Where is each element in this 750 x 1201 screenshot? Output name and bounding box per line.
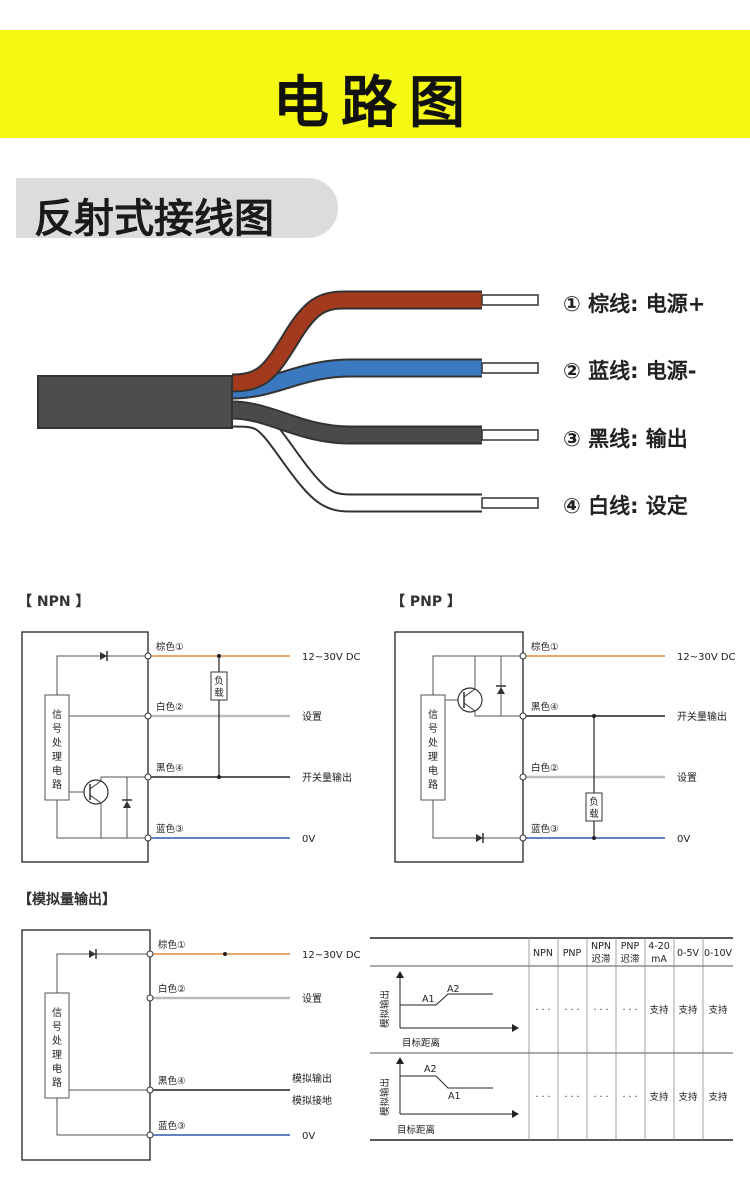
analog-block-c0: 信 bbox=[52, 1007, 62, 1019]
r2-pnp: · · · bbox=[564, 1092, 579, 1103]
npn-load-c1: 载 bbox=[214, 687, 224, 699]
r1-pnp: · · · bbox=[564, 1005, 579, 1016]
analog-label-set: 设置 bbox=[302, 993, 322, 1005]
row2-a1: A1 bbox=[448, 1091, 461, 1102]
r2-npn-hys: · · · bbox=[593, 1092, 608, 1103]
pnp-diagram: 信 号 处 理 电 路 负 载 棕色① 黑色④ 白色② bbox=[394, 631, 736, 863]
npn-block-c4: 电 bbox=[52, 764, 62, 777]
npn-term-blue: 蓝色③ bbox=[156, 823, 184, 835]
npn-block-c0: 信 bbox=[52, 709, 62, 721]
row1-ylabel: 模拟输出 bbox=[379, 990, 391, 1028]
output-table: NPN PNP NPN 迟滞 PNP 迟滞 4-20 mA 0-5V 0-10V… bbox=[370, 937, 733, 1141]
r2-4-20: 支持 bbox=[649, 1091, 669, 1103]
pnp-term-blue: 蓝色③ bbox=[531, 823, 559, 835]
row1-a1: A1 bbox=[422, 994, 435, 1005]
th-0-5v: 0-5V bbox=[677, 948, 700, 959]
npn-term-white: 白色② bbox=[156, 701, 184, 713]
analog-block-c3: 理 bbox=[52, 1049, 62, 1061]
npn-term-brown: 棕色① bbox=[156, 641, 184, 653]
wire-label-white: ④ 白线: 设定 bbox=[563, 494, 688, 518]
row2-xlabel: 目标距离 bbox=[397, 1124, 435, 1136]
analog-title: 【模拟量输出】 bbox=[18, 892, 116, 908]
analog-label-gnd: 模拟接地 bbox=[292, 1094, 332, 1107]
r2-npn: · · · bbox=[535, 1092, 550, 1103]
pnp-load-c1: 载 bbox=[589, 808, 599, 820]
npn-term-black: 黑色④ bbox=[156, 762, 184, 774]
th-4-20-l2: mA bbox=[651, 954, 667, 965]
analog-term-brown: 棕色① bbox=[158, 939, 186, 951]
th-npn-hys-l1: NPN bbox=[591, 941, 611, 952]
npn-block-c1: 号 bbox=[52, 723, 62, 735]
analog-term-white: 白色② bbox=[158, 983, 186, 995]
analog-term-black: 黑色④ bbox=[158, 1075, 186, 1087]
analog-diagram: 信 号 处 理 电 路 棕色① 白色② 黑色④ 蓝色③ 12~30V DC 设置… bbox=[21, 929, 361, 1161]
th-4-20-l1: 4-20 bbox=[648, 941, 670, 952]
wire-label-black: ③ 黑线: 输出 bbox=[563, 427, 688, 451]
cable-jacket bbox=[37, 375, 233, 429]
npn-block-c5: 路 bbox=[52, 778, 62, 791]
npn-title: 【 NPN 】 bbox=[18, 594, 90, 610]
row1-xlabel: 目标距离 bbox=[402, 1037, 440, 1049]
pnp-label-0v: 0V bbox=[677, 834, 690, 845]
th-pnp-hys-l2: 迟滞 bbox=[620, 954, 640, 965]
pnp-block-c1: 号 bbox=[428, 723, 438, 735]
analog-block-c1: 号 bbox=[52, 1021, 62, 1033]
th-npn: NPN bbox=[533, 948, 553, 959]
analog-block-c2: 处 bbox=[52, 1035, 62, 1047]
pnp-label-set: 设置 bbox=[677, 772, 697, 784]
r1-pnp-hys: · · · bbox=[622, 1005, 637, 1016]
r2-0-5v: 支持 bbox=[678, 1091, 698, 1103]
row2-a2: A2 bbox=[424, 1064, 437, 1075]
analog-label-vdc: 12~30V DC bbox=[302, 950, 361, 961]
npn-label-vdc: 12~30V DC bbox=[302, 652, 361, 663]
analog-block-c5: 路 bbox=[52, 1076, 62, 1089]
r1-0-5v: 支持 bbox=[678, 1004, 698, 1016]
npn-label-0v: 0V bbox=[302, 834, 315, 845]
analog-label-0v: 0V bbox=[302, 1131, 315, 1142]
r1-npn: · · · bbox=[535, 1005, 550, 1016]
th-pnp-hys-l1: PNP bbox=[621, 941, 640, 952]
r1-0-10v: 支持 bbox=[708, 1004, 728, 1016]
pnp-load-c0: 负 bbox=[589, 796, 599, 808]
wire-label-blue: ② 蓝线: 电源- bbox=[563, 359, 697, 383]
pnp-block-c3: 理 bbox=[428, 751, 438, 763]
section-title-bg bbox=[16, 178, 338, 238]
pnp-term-black: 黑色④ bbox=[531, 701, 559, 713]
pnp-term-brown: 棕色① bbox=[531, 641, 559, 653]
npn-label-set: 设置 bbox=[302, 711, 322, 723]
pnp-block-c5: 路 bbox=[428, 778, 438, 791]
analog-term-blue: 蓝色③ bbox=[158, 1120, 186, 1132]
npn-load-c0: 负 bbox=[214, 675, 224, 687]
pnp-block-c0: 信 bbox=[428, 709, 438, 721]
pnp-label-out: 开关量输出 bbox=[677, 710, 727, 723]
pnp-block-c4: 电 bbox=[428, 764, 438, 777]
th-npn-hys-l2: 迟滞 bbox=[591, 954, 611, 965]
analog-label-out: 模拟输出 bbox=[292, 1072, 332, 1085]
wire-label-brown: ① 棕线: 电源+ bbox=[563, 292, 706, 316]
r1-4-20: 支持 bbox=[649, 1004, 669, 1016]
pnp-term-white: 白色② bbox=[531, 762, 559, 774]
row2-ylabel: 模拟输出 bbox=[379, 1078, 391, 1116]
analog-block-c4: 电 bbox=[52, 1062, 62, 1075]
row1-a2: A2 bbox=[447, 984, 460, 995]
r1-npn-hys: · · · bbox=[593, 1005, 608, 1016]
pnp-label-vdc: 12~30V DC bbox=[677, 652, 736, 663]
npn-diagram: 信 号 处 理 电 路 负 载 棕色① bbox=[21, 631, 361, 863]
pnp-title: 【 PNP 】 bbox=[391, 594, 461, 610]
pnp-block-c2: 处 bbox=[428, 737, 438, 749]
header-banner bbox=[0, 30, 750, 138]
r2-0-10v: 支持 bbox=[708, 1091, 728, 1103]
section-title: 反射式接线图 bbox=[34, 196, 274, 242]
npn-block-c3: 理 bbox=[52, 751, 62, 763]
cable-illustration bbox=[37, 290, 539, 513]
npn-label-out: 开关量输出 bbox=[302, 771, 352, 784]
th-0-10v: 0-10V bbox=[704, 948, 733, 959]
r2-pnp-hys: · · · bbox=[622, 1092, 637, 1103]
page-title: 电路图 bbox=[273, 71, 477, 136]
npn-block-c2: 处 bbox=[52, 737, 62, 749]
th-pnp: PNP bbox=[563, 948, 582, 959]
